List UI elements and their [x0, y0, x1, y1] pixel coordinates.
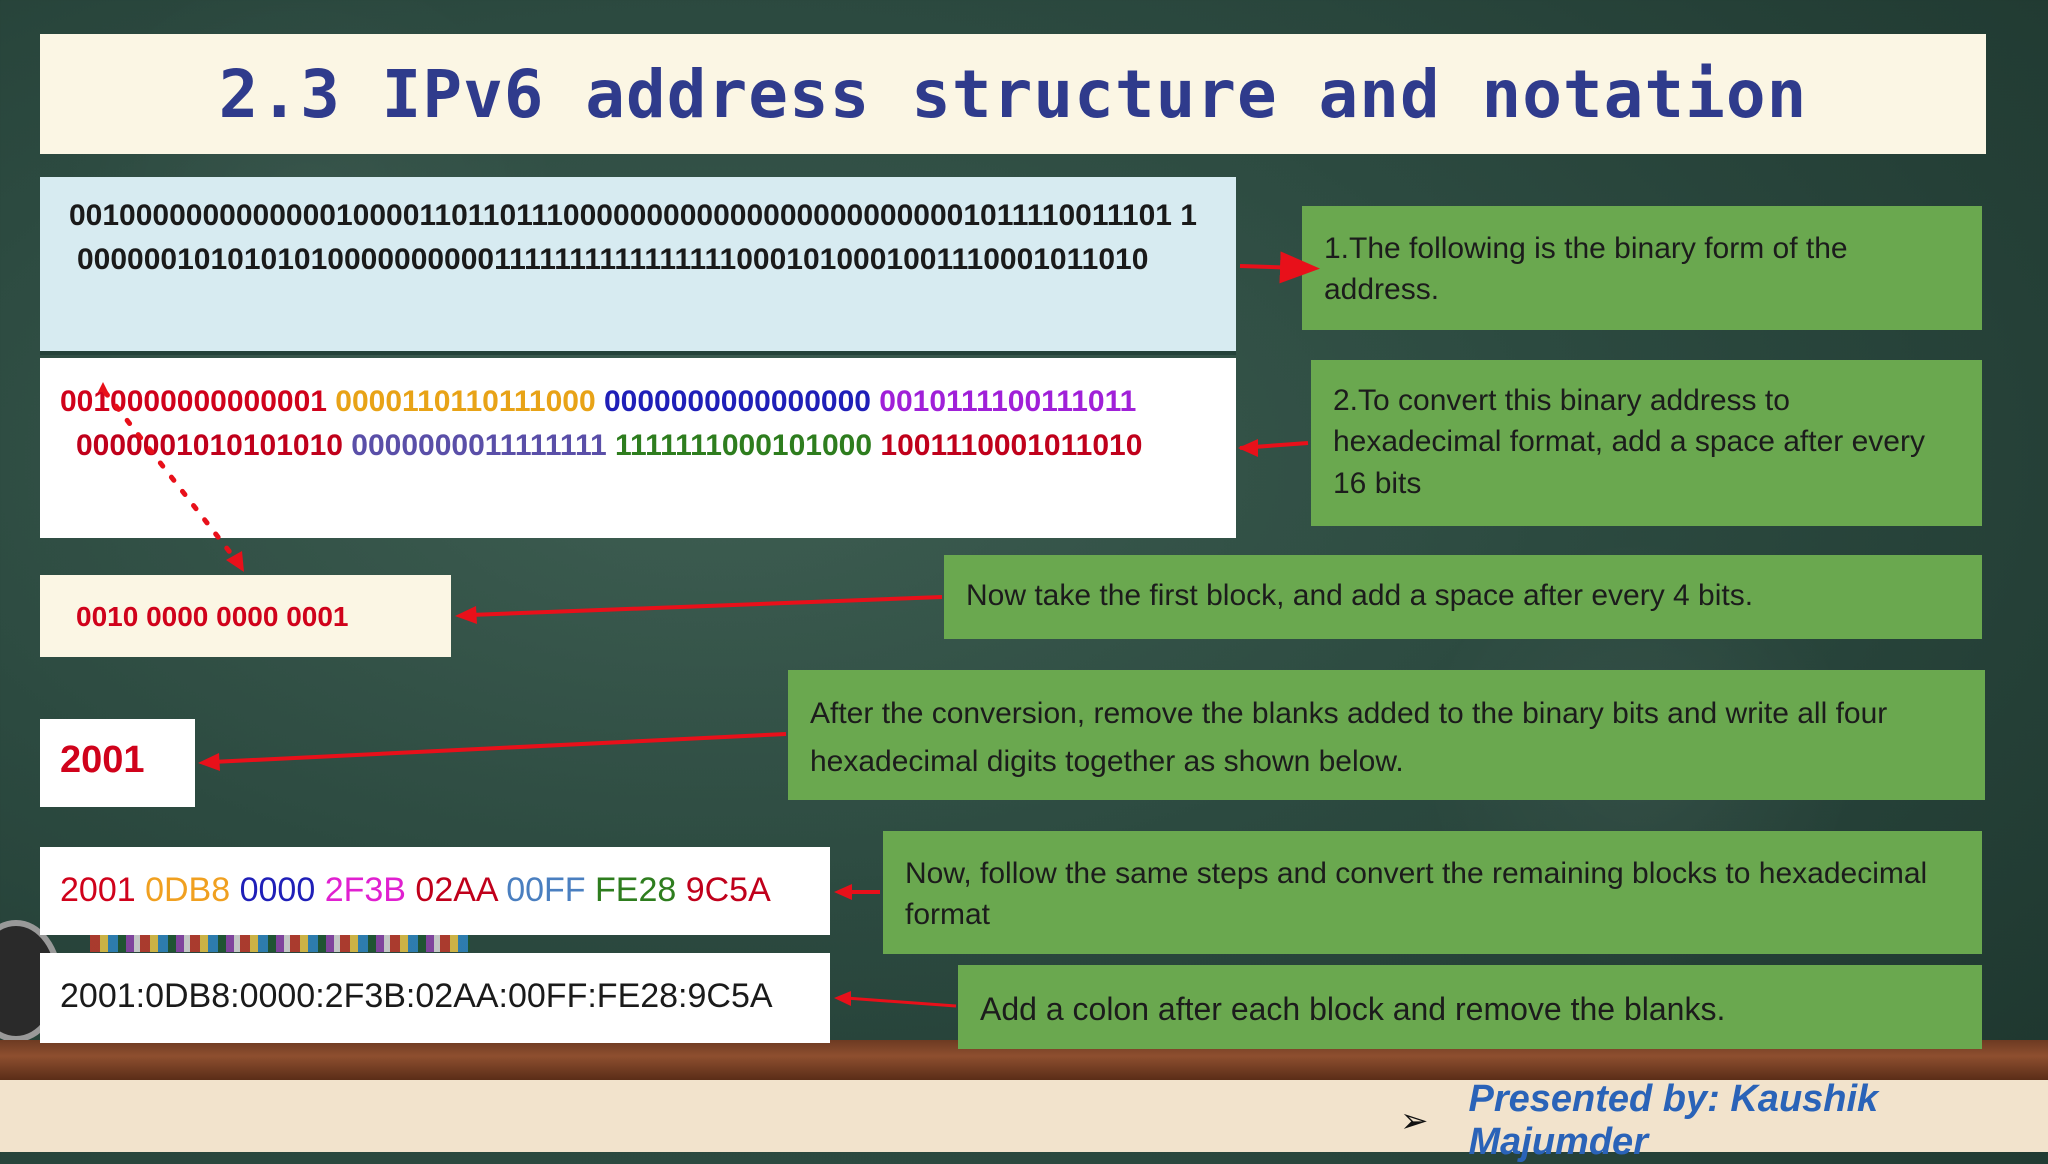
hex-block: 0000	[239, 871, 316, 909]
split-block: 0000000000000000	[603, 385, 871, 418]
split-block: 0000110110111000	[335, 385, 596, 418]
title-banner: 2.3 IPv6 address structure and notation	[40, 34, 1986, 154]
first-hex-box: 2001	[40, 719, 195, 807]
hex-block: 2F3B	[324, 871, 406, 909]
hex-block: 9C5A	[685, 871, 771, 909]
presented-by-label: Presented by: Kaushik Majumder	[1468, 1078, 1879, 1163]
note-convert-remaining: Now, follow the same steps and convert t…	[883, 831, 1982, 954]
hex-block: 0DB8	[145, 871, 231, 909]
first-block-box: 0010 0000 0000 0001	[40, 575, 451, 657]
footer-strip	[0, 1080, 2048, 1152]
slide-title: 2.3 IPv6 address structure and notation	[218, 55, 1808, 133]
split-line-2: 0000001010101010 0000000011111111 111111…	[76, 429, 1142, 463]
split-block: 1111111000101000	[615, 429, 873, 462]
binary-line-1: 0010000000000000100001101101110000000000…	[69, 199, 1197, 232]
binary-address-box: 0010000000000000100001101101110000000000…	[40, 177, 1236, 355]
split-block: 0000001010101010	[76, 429, 343, 462]
split-block: 0000000011111111	[351, 429, 607, 462]
final-address-box: 2001:0DB8:0000:2F3B:02AA:00FF:FE28:9C5A	[40, 953, 830, 1043]
note-remove-blanks: After the conversion, remove the blanks …	[788, 670, 1985, 800]
books-decoration	[90, 932, 470, 952]
split-binary-box: 0010000000000001 0000110110111000 000000…	[40, 358, 1236, 538]
split-block: 0010000000000001	[60, 385, 327, 418]
hex-block: 02AA	[415, 871, 497, 909]
hex-block: FE28	[595, 871, 677, 909]
hex-block: 00FF	[506, 871, 586, 909]
binary-line-2: 0000001010101010000000000111111111111111…	[77, 243, 1149, 276]
note-add-colons: Add a colon after each block and remove …	[958, 965, 1982, 1049]
note-split-4-bits: Now take the first block, and add a spac…	[944, 555, 1982, 639]
split-block: 1001110001011010	[880, 429, 1143, 462]
first-hex-value: 2001	[60, 739, 145, 781]
hex-block: 2001	[60, 871, 136, 909]
arrow-bullet-icon: ➢	[1400, 1102, 1429, 1140]
hex-blocks-box: 2001 0DB8 0000 2F3B 02AA 00FF FE28 9C5A	[40, 847, 830, 935]
first-block-nibbles: 0010 0000 0000 0001	[76, 601, 349, 632]
split-line-1: 0010000000000001 0000110110111000 000000…	[60, 385, 1136, 419]
split-block: 0010111100111011	[879, 385, 1137, 418]
presenter-footer: ➢ Presented by: Kaushik Majumder	[1400, 1078, 2020, 1163]
note-split-16-bits: 2.To convert this binary address to hexa…	[1311, 360, 1982, 526]
note-binary-form: 1.The following is the binary form of th…	[1302, 206, 1982, 330]
final-ipv6-address: 2001:0DB8:0000:2F3B:02AA:00FF:FE28:9C5A	[60, 977, 773, 1015]
